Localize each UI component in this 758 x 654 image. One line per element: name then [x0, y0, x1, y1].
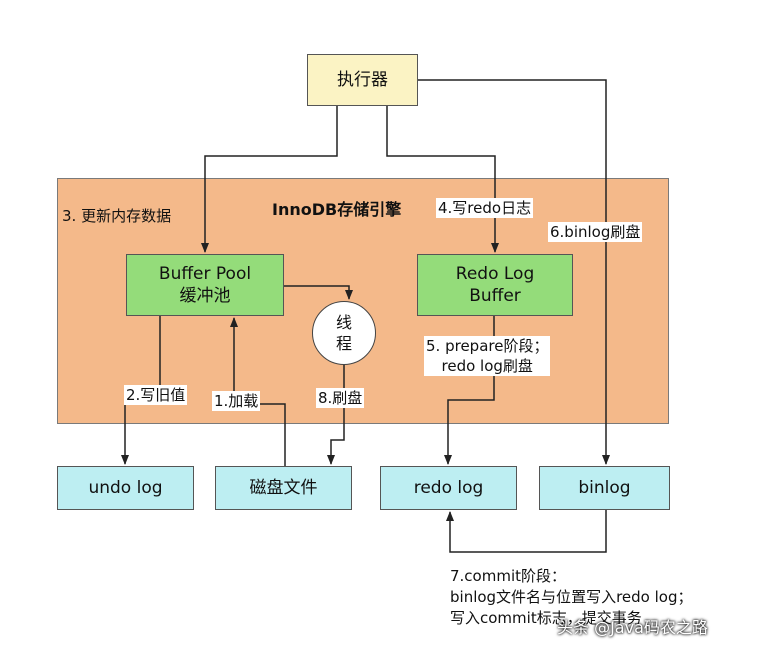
undo-log-box: undo log — [57, 466, 194, 510]
step-5-line-2: redo log刷盘 — [441, 357, 533, 375]
arrow-thread-to-disk — [327, 365, 345, 465]
redo-log-buffer-label-2: Buffer — [469, 286, 521, 306]
buffer-pool-box: Buffer Pool 缓冲池 — [126, 254, 284, 316]
disk-file-label: 磁盘文件 — [249, 478, 318, 498]
thread-label-1: 线 — [335, 313, 352, 332]
arrow-executor-to-buffer-pool — [201, 106, 338, 253]
step-6-label: 6.binlog刷盘 — [548, 222, 643, 242]
thread-label-2: 程 — [335, 334, 352, 353]
step-8-label: 8.刷盘 — [316, 388, 365, 408]
commit-note-line-1: 7.commit阶段： — [450, 567, 567, 585]
step-1-label: 1.加载 — [212, 391, 261, 411]
executor-box: 执行器 — [307, 54, 418, 106]
arrow-binlog-to-redo-log — [446, 510, 607, 553]
arrow-executor-to-binlog — [418, 79, 610, 465]
binlog-label: binlog — [578, 478, 631, 498]
thread-circle: 线 程 — [312, 301, 376, 365]
watermark: 头条 @Java码农之路 — [557, 618, 708, 637]
redo-log-buffer-box: Redo Log Buffer — [417, 254, 573, 316]
step-3-label: 3. 更新内存数据 — [62, 207, 172, 225]
arrow-buffer-pool-to-thread — [284, 285, 353, 300]
redo-log-box: redo log — [380, 466, 517, 510]
executor-label: 执行器 — [337, 70, 388, 90]
step-5-label: 5. prepare阶段； redo log刷盘 — [424, 336, 551, 376]
binlog-box: binlog — [539, 466, 670, 510]
redo-log-buffer-label-1: Redo Log — [455, 264, 535, 284]
step-5-line-1: 5. prepare阶段； — [426, 337, 549, 355]
undo-log-label: undo log — [88, 478, 163, 498]
commit-note-line-3: 写入commit标志，提交事务 — [450, 609, 642, 627]
step-4-label: 4.写redo日志 — [436, 198, 534, 218]
disk-file-box: 磁盘文件 — [215, 466, 352, 510]
commit-note-line-2: binlog文件名与位置写入redo log； — [450, 588, 693, 606]
arrow-executor-to-redo-buffer — [386, 106, 499, 253]
buffer-pool-label: Buffer Pool — [158, 264, 252, 284]
commit-note: 7.commit阶段： binlog文件名与位置写入redo log； 写入co… — [450, 566, 692, 629]
step-2-label: 2.写旧值 — [124, 385, 188, 405]
redo-log-label: redo log — [413, 478, 484, 498]
buffer-pool-sublabel: 缓冲池 — [179, 286, 231, 306]
engine-title: InnoDB存储引擎 — [272, 200, 402, 219]
